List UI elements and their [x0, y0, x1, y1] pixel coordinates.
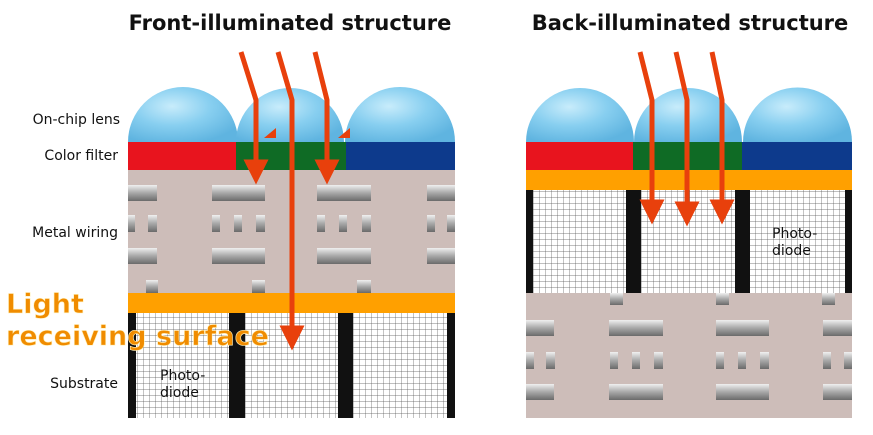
light-ray-through [275, 51, 305, 351]
light-ray [709, 51, 735, 225]
reflected-arrow-icon [338, 128, 350, 138]
blue-filter [742, 142, 852, 170]
light-ray-blocked [238, 51, 269, 185]
on-chip-lenses [526, 87, 852, 142]
pixel-separators [526, 190, 852, 293]
light-rays [238, 51, 340, 351]
reflected-arrow-icon [264, 128, 276, 138]
metal-wiring-layer [526, 293, 852, 418]
lens [743, 87, 852, 142]
label-light-line2: receiving surface [6, 321, 269, 352]
light-ray-blocked [312, 51, 340, 185]
blue-filter [346, 142, 455, 170]
label-photodiode-line2: diode [772, 243, 811, 259]
light-ray [673, 51, 700, 227]
back-title: Back-illuminated structure [532, 11, 849, 35]
label-substrate: Substrate [50, 376, 118, 392]
label-photodiode-line1: Photo- [772, 226, 817, 242]
label-photodiode-line1: Photo- [160, 368, 205, 384]
front-illuminated-diagram: On-chip lens Color filter Metal wiring L… [6, 51, 455, 418]
light-rays [637, 51, 735, 227]
front-title: Front-illuminated structure [129, 11, 452, 35]
label-on-chip-lens: On-chip lens [33, 112, 120, 128]
red-filter [128, 142, 236, 170]
label-photodiode-line2: diode [160, 385, 199, 401]
label-light-line1: Light [6, 289, 84, 320]
lens [128, 87, 238, 142]
lens [526, 88, 634, 142]
metal-wires [526, 293, 852, 400]
label-color-filter: Color filter [44, 148, 118, 164]
red-filter [526, 142, 633, 170]
label-metal-wiring: Metal wiring [32, 225, 118, 241]
lens [345, 87, 455, 142]
on-chip-lenses [128, 87, 455, 142]
light-ray [637, 51, 665, 225]
back-illuminated-diagram: Photo- diode [526, 51, 852, 418]
pixel-separators [128, 313, 455, 418]
metal-wires [128, 185, 455, 293]
